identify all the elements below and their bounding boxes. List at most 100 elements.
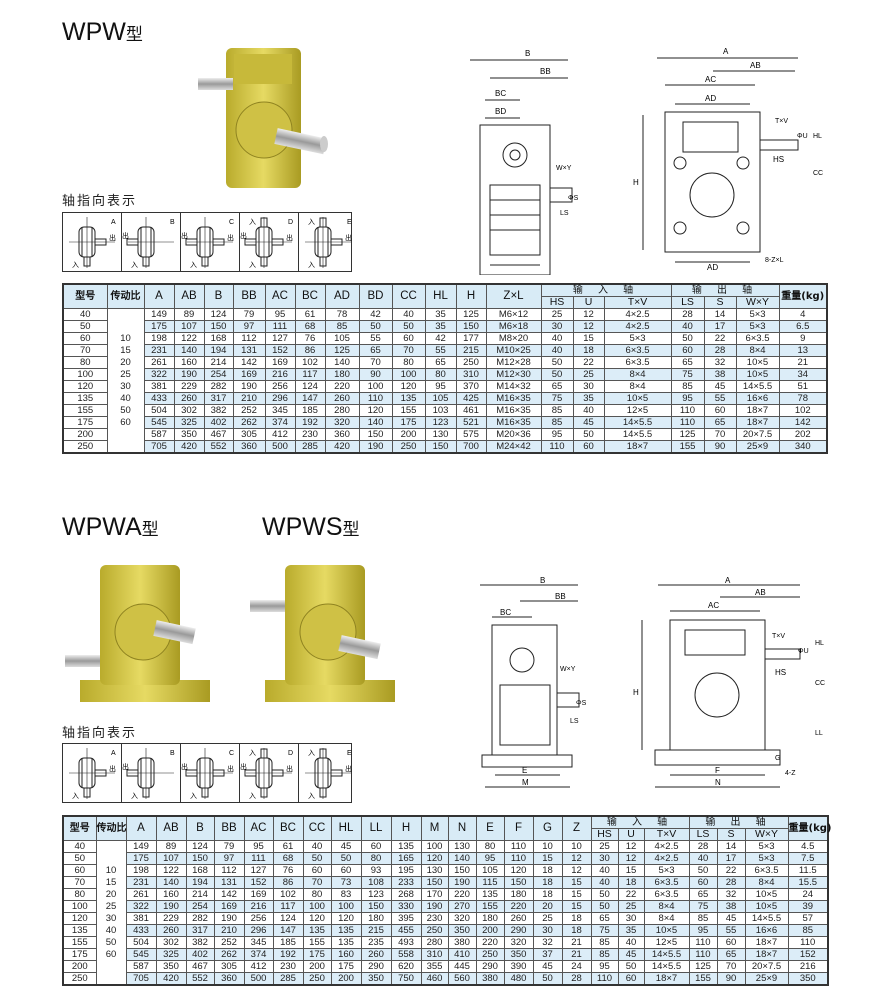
table-cell: M14×32 [485, 380, 542, 393]
table-cell: 35 [424, 308, 457, 321]
direction-letter: E [347, 219, 352, 226]
table-cell: 55 [358, 332, 393, 345]
table-cell: 90 [716, 972, 746, 986]
table-cell: 35 [424, 320, 457, 333]
column-header: 型号 [62, 283, 108, 309]
table-cell: 192 [294, 416, 326, 429]
table-cell: 250 [302, 972, 332, 986]
table-cell: 433 [143, 392, 175, 405]
table-cell: 545 [125, 948, 157, 961]
table-cell: 6.5 [778, 320, 828, 333]
wpw-gearbox-photo [196, 40, 336, 195]
table-cell: 402 [203, 416, 234, 429]
model-cell: 50 [62, 852, 97, 865]
table-cell: 6×3.5 [603, 356, 672, 369]
table-cell: 60 [360, 840, 392, 853]
table-cell: 110 [688, 948, 718, 961]
table-cell: 45 [617, 948, 645, 961]
table-cell: 150 [455, 320, 487, 333]
table-cell: 350 [787, 972, 829, 986]
table-cell: 110 [590, 972, 619, 986]
model-cell: 80 [62, 888, 97, 901]
output-mark: 出 [227, 233, 234, 242]
table-cell: 15 [572, 332, 605, 345]
table-cell: 202 [778, 428, 828, 441]
table-cell: 120 [420, 852, 449, 865]
dim-label-f: F [715, 766, 720, 775]
table-cell: 65 [703, 416, 737, 429]
column-header: AD [324, 283, 360, 309]
table-cell: 8×4 [735, 344, 780, 357]
table-cell: 175 [391, 416, 426, 429]
table-cell: 180 [360, 912, 392, 925]
ratio-cell [106, 440, 145, 454]
table-cell: 175 [143, 320, 175, 333]
table-cell: 57 [787, 912, 829, 925]
table-cell: 108 [360, 876, 392, 889]
output-mark: 出 [286, 764, 293, 773]
table-cell: 355 [420, 960, 449, 973]
table-cell: 15 [532, 852, 563, 865]
table-cell: 12 [617, 852, 645, 865]
table-cell: 13 [778, 344, 828, 357]
table-cell: 107 [155, 852, 187, 865]
table-cell: 80 [391, 356, 426, 369]
gearbox-schematic-icon: A 入 出 [69, 748, 116, 800]
table-cell: 95 [243, 840, 274, 853]
shaft-direction-type-a: A 入 出 [63, 744, 122, 802]
table-cell: 28 [703, 344, 737, 357]
table-cell: 310 [420, 948, 449, 961]
direction-letter: B [170, 750, 175, 757]
table-cell: 12 [561, 852, 592, 865]
table-cell: 180 [475, 912, 505, 925]
table-cell: 40 [670, 320, 705, 333]
table-cell: 260 [173, 392, 205, 405]
column-header: Z [561, 815, 592, 841]
table-cell: 80 [475, 840, 505, 853]
table-cell: 125 [688, 960, 718, 973]
table-cell: 10×5 [744, 888, 789, 901]
table-cell: 15 [561, 900, 592, 913]
table-cell: 55 [424, 344, 457, 357]
table-cell: 160 [330, 948, 362, 961]
input-mark: 入 [249, 792, 256, 800]
column-header: E [475, 815, 505, 841]
table-cell: 381 [125, 912, 157, 925]
table-cell: 5×3 [603, 332, 672, 345]
table-cell: 705 [125, 972, 157, 986]
table-cell: 15 [561, 876, 592, 889]
weight-header: 重量(kg) [787, 815, 831, 841]
table-cell: 250 [455, 356, 487, 369]
input-shaft-subheader: T×V [603, 296, 672, 309]
input-mark: 入 [308, 261, 315, 269]
table-cell: 198 [143, 332, 175, 345]
table-cell: 112 [232, 332, 266, 345]
table-cell: 90 [703, 440, 737, 454]
table-cell: 85 [670, 380, 705, 393]
table-cell: 150 [203, 320, 234, 333]
table-cell: 149 [143, 308, 175, 321]
table-cell: 254 [185, 900, 215, 913]
model-suffix: 型 [141, 520, 159, 540]
table-cell: 65 [716, 948, 746, 961]
input-mark: 入 [308, 218, 315, 226]
table-cell: 15 [617, 864, 645, 877]
table-cell: 110 [503, 840, 534, 853]
table-cell: 317 [185, 924, 215, 937]
table-cell: 97 [213, 852, 245, 865]
table-cell: 317 [203, 392, 234, 405]
input-shaft-subheader: HS [540, 296, 574, 309]
model-title-wpw: WPW型 [62, 18, 143, 47]
table-cell: 12 [572, 308, 605, 321]
table-cell: 73 [330, 876, 362, 889]
table-cell: 95 [590, 960, 619, 973]
output-mark: 出 [122, 231, 129, 240]
table-cell: 120 [391, 380, 426, 393]
dim-label-ac: AC [708, 601, 719, 610]
model-cell: 120 [62, 912, 97, 925]
input-shaft-group-header: 输 入 轴 [590, 815, 690, 829]
column-header: B [185, 815, 215, 841]
